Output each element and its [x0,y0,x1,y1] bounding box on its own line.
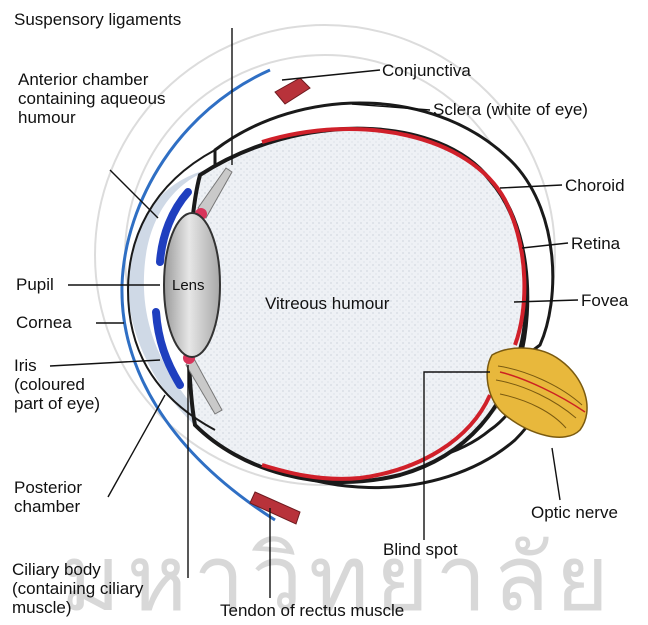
label-vitreous-humour: Vitreous humour [265,294,389,313]
leader-posterior [108,395,165,497]
label-posterior-chamber: Posterior chamber [14,478,82,516]
leader-optic-nerve [552,448,560,500]
label-iris: Iris (coloured part of eye) [14,356,100,413]
label-ciliary-body: Ciliary body (containing ciliary muscle) [12,560,143,617]
label-cornea: Cornea [16,313,72,332]
label-suspensory-ligaments: Suspensory ligaments [14,10,181,29]
label-fovea: Fovea [581,291,628,310]
label-sclera: Sclera (white of eye) [433,100,588,119]
label-anterior-chamber: Anterior chamber containing aqueous humo… [18,70,165,127]
label-choroid: Choroid [565,176,625,195]
label-optic-nerve: Optic nerve [531,503,618,522]
label-pupil: Pupil [16,275,54,294]
label-lens: Lens [172,276,205,295]
label-tendon: Tendon of rectus muscle [220,601,404,620]
label-blind-spot: Blind spot [383,540,458,559]
leader-anterior-chamber [110,170,158,218]
rectus-muscle-upper [275,78,310,104]
leader-conjunctiva [282,70,380,80]
label-retina: Retina [571,234,620,253]
label-conjunctiva: Conjunctiva [382,61,471,80]
